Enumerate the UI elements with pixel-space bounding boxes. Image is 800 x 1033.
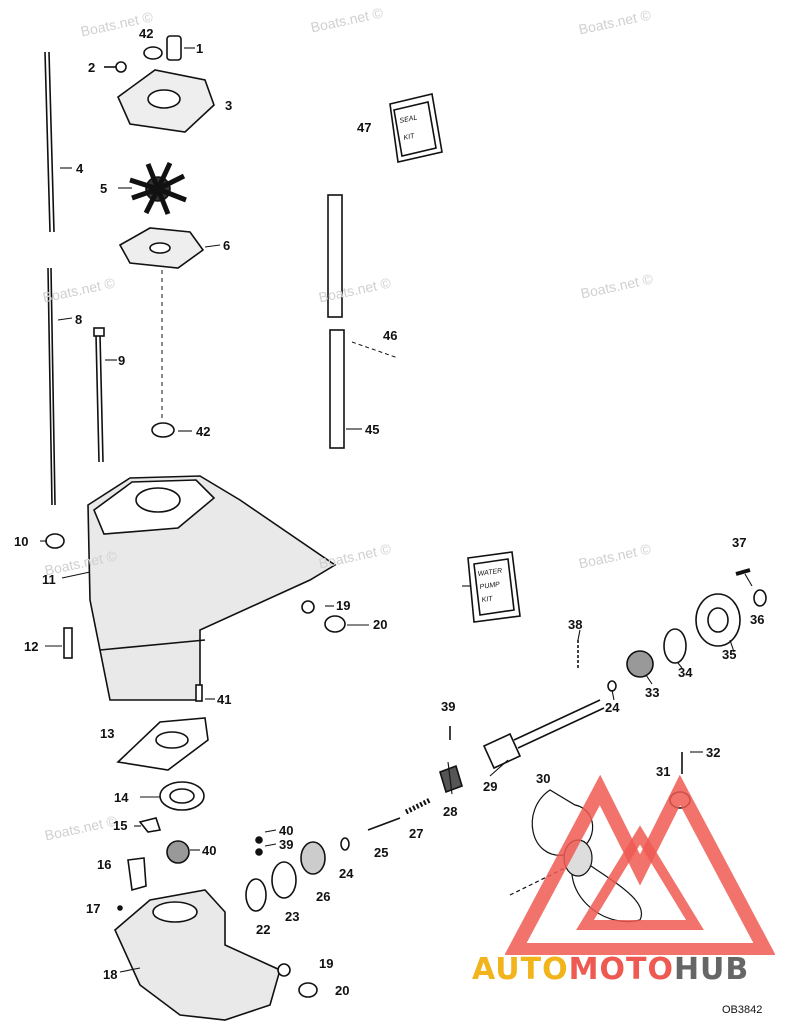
- callout-21: 22: [256, 922, 271, 937]
- callout-41: 40: [202, 843, 217, 858]
- callout-33: 34: [678, 665, 693, 680]
- callout-38: 39: [441, 699, 456, 714]
- part-clutch-27: [439, 764, 463, 794]
- part-seal-43-top: [143, 46, 163, 60]
- callout-31: 32: [706, 745, 721, 760]
- callout-12: 12: [24, 639, 39, 654]
- callout-8: 8: [75, 312, 83, 327]
- callout-36: 37: [732, 535, 747, 550]
- part-gearcase-11: [87, 475, 337, 701]
- callout-24-lower: 24: [339, 866, 354, 881]
- callout-42: 41: [217, 692, 232, 707]
- logo-moto: MOTO: [568, 952, 674, 987]
- seal-kit-box: SEAL KIT: [389, 93, 443, 163]
- part-plug-20-lower: [298, 982, 318, 998]
- part-washer-19-upper: [301, 600, 315, 614]
- part-driveshaft-44: [327, 194, 345, 449]
- callout-19-upper: 19: [336, 598, 351, 613]
- part-gear-32: [626, 650, 654, 678]
- part-bearing-22: [271, 861, 297, 899]
- callout-20-upper: 20: [373, 617, 388, 632]
- part-rod-4: [44, 51, 55, 233]
- part-washer-21: [245, 878, 267, 912]
- part-screw-2: [104, 61, 127, 73]
- water-pump-kit-label-line1: WATER: [477, 568, 502, 578]
- callout-5: 5: [100, 181, 108, 196]
- callout-39: 39: [279, 837, 294, 852]
- callout-19-lower: 19: [319, 956, 334, 971]
- automotohub-logo-mark: [505, 775, 775, 955]
- automotohub-logo-text: AUTOMOTOHUB: [472, 952, 749, 987]
- callout-2: 2: [88, 60, 96, 75]
- callout-14: 14: [114, 790, 129, 805]
- part-oring-33: [663, 628, 687, 664]
- callout-34: 35: [722, 647, 737, 662]
- callout-45: 46: [383, 328, 398, 343]
- callout-1: 1: [196, 41, 204, 56]
- part-sleeve-1: [166, 35, 182, 61]
- part-bearing-14: [159, 781, 205, 811]
- part-pin-36: [735, 568, 751, 576]
- callout-10: 10: [14, 534, 29, 549]
- callout-27: 28: [443, 804, 458, 819]
- part-clip-15: [138, 817, 162, 833]
- callout-4: 4: [76, 161, 84, 176]
- callout-11: 11: [42, 572, 56, 587]
- water-pump-kit-box: WATER PUMP KIT: [467, 551, 521, 623]
- part-plug-20-upper: [324, 615, 346, 633]
- callout-20-lower: 20: [335, 983, 350, 998]
- part-washer-19-lower: [277, 963, 291, 977]
- part-spring-26: [404, 797, 432, 815]
- part-washer-10: [45, 533, 65, 549]
- callout-9: 9: [118, 353, 126, 368]
- callout-46: 47: [357, 120, 372, 135]
- callout-17: 17: [86, 901, 101, 916]
- part-propshaft-28: [482, 699, 605, 770]
- logo-auto: AUTO: [472, 952, 569, 987]
- logo-hub: HUB: [673, 952, 750, 987]
- callout-16: 16: [97, 857, 112, 872]
- callout-25: 25: [374, 845, 389, 860]
- callout-6: 6: [223, 238, 231, 253]
- part-pin-42: [195, 684, 203, 702]
- callout-13: 13: [100, 726, 115, 741]
- seal-kit-label-line1: SEAL: [399, 114, 418, 125]
- callout-23: 26: [316, 889, 331, 904]
- part-lower-housing-18: [114, 889, 281, 1021]
- part-carrier-34: [695, 593, 741, 647]
- water-pump-kit-label-line2: PUMP: [479, 581, 500, 591]
- callout-43-lower: 42: [196, 424, 211, 439]
- callout-32: 33: [645, 685, 660, 700]
- callout-18: 18: [103, 967, 118, 982]
- part-gear-41: [166, 840, 190, 864]
- part-lever-16: [127, 857, 147, 892]
- part-seal-43-lower: [151, 422, 175, 438]
- part-pin-25: [367, 817, 401, 831]
- part-washer-24-lower: [340, 837, 350, 851]
- callout-24-upper: 24: [605, 700, 620, 715]
- diagram-code: OB3842: [722, 1004, 763, 1016]
- callout-22: 23: [285, 909, 300, 924]
- part-gasket-13: [116, 717, 209, 771]
- part-gear-23: [300, 841, 326, 875]
- water-pump-kit-label-line3: KIT: [481, 595, 493, 604]
- callout-30: 31: [656, 764, 671, 779]
- callout-15: 15: [113, 818, 128, 833]
- part-impeller-5: [129, 161, 187, 215]
- part-stud-9: [93, 327, 105, 463]
- seal-kit-label-line2: KIT: [403, 133, 416, 142]
- callout-40: 40: [279, 823, 294, 838]
- callout-28: 29: [483, 779, 498, 794]
- callout-43-top: 42: [139, 26, 154, 41]
- callout-29: 30: [536, 771, 551, 786]
- callout-26: 27: [409, 826, 424, 841]
- callout-3: 3: [225, 98, 233, 113]
- part-washer-24-upper: [607, 680, 617, 692]
- part-seal-35: [753, 589, 767, 607]
- part-stud-12: [63, 627, 73, 659]
- part-rod-8: [47, 267, 56, 506]
- callout-35: 36: [750, 612, 765, 627]
- callout-37: 38: [568, 617, 583, 632]
- callout-44: 45: [365, 422, 380, 437]
